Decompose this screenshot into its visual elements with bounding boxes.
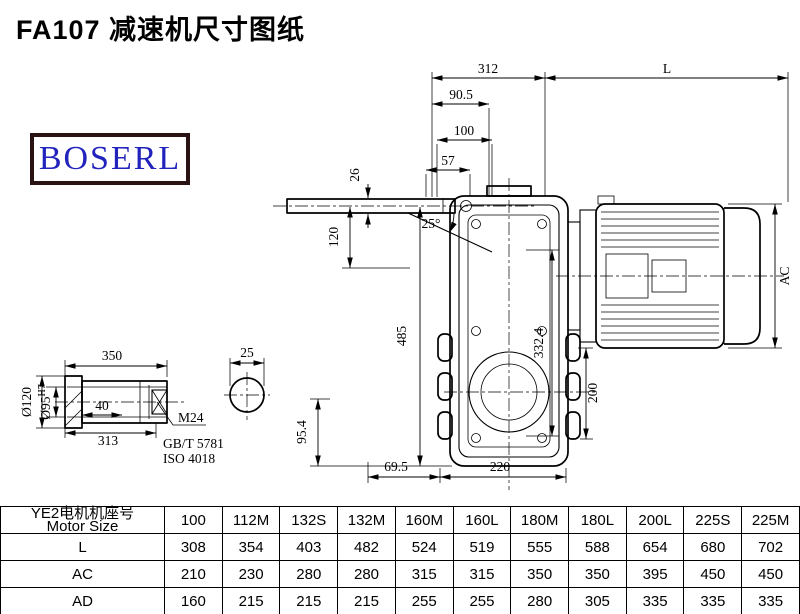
row-label: L (0, 533, 165, 561)
value-cell: 350 (568, 560, 627, 588)
value-cell: 280 (337, 560, 396, 588)
motor-size-table: YE2电机机座号 Motor Size 100 112M 132S 132M 1… (0, 506, 800, 614)
value-cell: 215 (221, 587, 281, 614)
table-row-AD: AD 160 215 215 215 255 255 280 305 335 3… (0, 587, 800, 614)
dim-26-label: 26 (347, 168, 362, 182)
col-header: 180L (568, 506, 627, 534)
value-cell: 230 (221, 560, 281, 588)
boserl-logo: BOSERL (30, 133, 190, 185)
value-cell: 702 (741, 533, 800, 561)
dim-485-label: 485 (394, 326, 409, 347)
col-header: 160M (394, 506, 454, 534)
dim-220-label: 220 (490, 459, 511, 474)
value-cell: 335 (683, 587, 743, 614)
table-row-AC: AC 210 230 280 280 315 315 350 350 395 4… (0, 560, 800, 588)
dim-332p4-label: 332.4 (531, 328, 546, 359)
value-cell: 654 (625, 533, 685, 561)
value-cell: 255 (394, 587, 454, 614)
dim-40-label: 40 (95, 398, 109, 413)
value-cell: 403 (279, 533, 339, 561)
label-m24: M24 (178, 410, 204, 425)
col-header: 200L (625, 506, 685, 534)
header-cn: YE2电机机座号 (30, 505, 135, 522)
row-label: AD (0, 587, 165, 614)
value-cell: 305 (568, 587, 627, 614)
value-cell: 280 (510, 587, 570, 614)
dim-95p4-label: 95.4 (294, 420, 309, 444)
dim-69p5-label: 69.5 (384, 459, 408, 474)
flange-hatch-2 (64, 390, 83, 409)
dia95-tolerance-sup: H7 (37, 384, 48, 396)
value-cell: 335 (741, 587, 800, 614)
value-cell: 450 (741, 560, 800, 588)
dim-25-label: 25 (240, 345, 254, 360)
col-header: 132S (279, 506, 339, 534)
page-title: FA107 减速机尺寸图纸 (16, 15, 306, 45)
dim-313-label: 313 (98, 433, 119, 448)
dimension-labels: 312 L 90.5 100 57 26 120 25° 485 AC 332.… (19, 61, 792, 474)
dim-120-label: 120 (326, 227, 341, 248)
value-cell: 519 (452, 533, 512, 561)
motor-lifting-lug (597, 195, 615, 205)
value-cell: 315 (452, 560, 512, 588)
value-cell: 350 (510, 560, 570, 588)
dim-AC-label: AC (777, 267, 792, 286)
dim-dia95H7-label: Ø95H7 (37, 384, 53, 419)
boserl-logo-text: BOSERL (38, 140, 182, 177)
col-header: 100 (164, 506, 223, 534)
m24-leader-line (156, 401, 206, 426)
value-cell: 315 (394, 560, 454, 588)
bolt-hole-circles (471, 219, 547, 443)
value-cell: 210 (164, 560, 223, 588)
dim-200-label: 200 (585, 383, 600, 404)
col-header: 225M (741, 506, 800, 534)
value-cell: 215 (337, 587, 396, 614)
col-header: 132M (337, 506, 396, 534)
dim-25deg-label: 25° (422, 216, 441, 231)
value-cell: 280 (279, 560, 339, 588)
label-gbt5781: GB/T 5781 (163, 436, 224, 451)
dim-90p5-label: 90.5 (449, 87, 473, 102)
label-iso4018: ISO 4018 (163, 451, 215, 466)
table-header-row: YE2电机机座号 Motor Size 100 112M 132S 132M 1… (0, 505, 800, 535)
dim-L-label: L (663, 61, 671, 76)
dim-dia120-label: Ø120 (19, 387, 34, 417)
header-en: Motor Size (46, 518, 119, 535)
value-cell: 450 (683, 560, 743, 588)
col-header: 160L (452, 506, 512, 534)
value-cell: 588 (568, 533, 627, 561)
centerlines (55, 178, 784, 490)
main-view-motor (567, 195, 761, 349)
table-corner-header: YE2电机机座号 Motor Size (0, 505, 165, 535)
value-cell: 255 (452, 587, 512, 614)
value-cell: 680 (683, 533, 743, 561)
dia95-text: Ø95 (38, 396, 53, 419)
housing-side-lugs (437, 333, 581, 440)
dimension-lines (39, 75, 788, 480)
value-cell: 524 (394, 533, 454, 561)
value-cell: 482 (337, 533, 396, 561)
col-header: 112M (221, 506, 281, 534)
angle-dimension-arc (449, 212, 457, 233)
value-cell: 555 (510, 533, 570, 561)
dimension-drawing: 312 L 90.5 100 57 26 120 25° 485 AC 332.… (19, 61, 792, 490)
dim-312-label: 312 (478, 61, 498, 76)
value-cell: 395 (625, 560, 685, 588)
col-header: 180M (510, 506, 570, 534)
extension-lines (36, 72, 789, 483)
dim-57-label: 57 (441, 153, 455, 168)
motor-cooling-fins (601, 211, 719, 341)
value-cell: 335 (625, 587, 685, 614)
value-cell: 308 (164, 533, 223, 561)
value-cell: 215 (279, 587, 339, 614)
value-cell: 354 (221, 533, 281, 561)
row-label: AC (0, 560, 165, 588)
value-cell: 160 (164, 587, 223, 614)
dim-100-label: 100 (454, 123, 475, 138)
col-header: 225S (683, 506, 743, 534)
flange-hatch-1 (64, 408, 83, 427)
dim-350-label: 350 (102, 348, 123, 363)
table-row-L: L 308 354 403 482 524 519 555 588 654 68… (0, 533, 800, 561)
